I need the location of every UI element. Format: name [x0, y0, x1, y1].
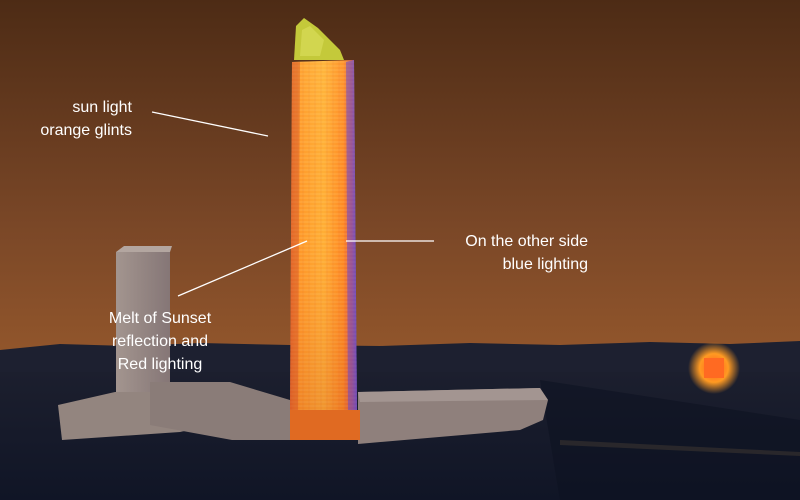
leader-line-red [177, 240, 308, 297]
annotation-sun-line-1: sun light [72, 99, 132, 116]
podium-buildings-left [58, 246, 290, 440]
ground-shading [540, 380, 800, 500]
annotation-sun-line-2: orange glints [40, 122, 132, 139]
annotation-blue-lighting: On the other side blue lighting [438, 230, 588, 276]
annotation-red-line-2: reflection and [111, 333, 209, 350]
tower [290, 60, 357, 410]
distant-light-core [704, 358, 724, 378]
annotation-red-lighting: Melt of Sunset reflection and Red lighti… [90, 307, 230, 376]
annotation-blue-line-2: blue lighting [502, 256, 588, 273]
leader-line-sun [151, 111, 269, 137]
tower-crown-highlight [300, 26, 324, 56]
annotation-sun-light: sun light orange glints [20, 96, 132, 142]
podium-building-right [358, 388, 548, 444]
tower-base [290, 410, 360, 440]
annotation-red-line-1: Melt of Sunset [108, 310, 212, 327]
road-glint [560, 440, 800, 456]
annotation-blue-line-1: On the other side [465, 233, 588, 250]
annotation-red-line-3: Red lighting [117, 356, 203, 373]
